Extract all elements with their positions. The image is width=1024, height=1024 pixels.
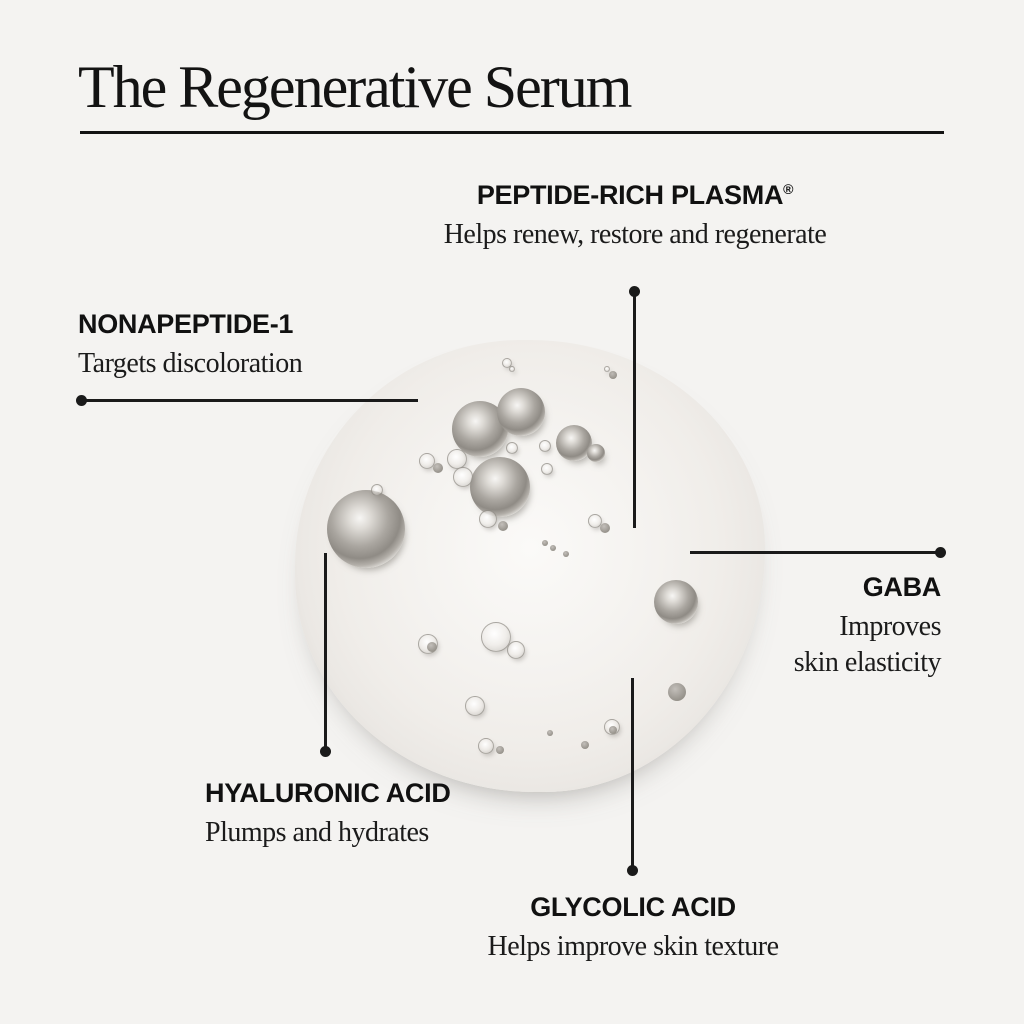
- bubble: [502, 358, 512, 368]
- leader-dot-glycolic-acid: [627, 865, 638, 876]
- bubble: [481, 622, 511, 652]
- callout-hyaluronic-acid: HYALURONIC ACID Plumps and hydrates: [205, 778, 451, 851]
- bubble: [547, 730, 553, 736]
- bubble: [542, 540, 548, 546]
- bubble: [497, 388, 545, 436]
- ingredient-description: Plumps and hydrates: [205, 816, 429, 848]
- bubble: [327, 490, 405, 568]
- bubble: [587, 444, 605, 462]
- registered-trademark-symbol: ®: [783, 181, 794, 197]
- leader-dot-peptide: [629, 286, 640, 297]
- bubble: [600, 523, 610, 533]
- bubble: [609, 726, 617, 734]
- bubble: [498, 521, 508, 531]
- bubble: [453, 467, 473, 487]
- bubble: [419, 453, 435, 469]
- bubble: [563, 551, 569, 557]
- bubble: [479, 510, 497, 528]
- bubble: [654, 580, 698, 624]
- bubble: [478, 738, 494, 754]
- bubble: [465, 696, 485, 716]
- leader-line-peptide: [633, 292, 636, 528]
- callout-glycolic-acid: GLYCOLIC ACID Helps improve skin texture: [348, 892, 918, 965]
- bubble: [581, 741, 589, 749]
- leader-line-glycolic-acid: [631, 678, 634, 870]
- bubble: [604, 366, 610, 372]
- bubble: [550, 545, 556, 551]
- ingredient-label: GABA: [862, 572, 942, 602]
- leader-dot-gaba: [935, 547, 946, 558]
- ingredient-description: Helps improve skin texture: [487, 930, 779, 962]
- ingredient-label: PEPTIDE-RICH PLASMA®: [350, 180, 920, 211]
- bubble: [433, 463, 443, 473]
- ingredient-description: Helps renew, restore and regenerate: [443, 218, 827, 250]
- bubble: [371, 484, 383, 496]
- bubble: [609, 371, 617, 379]
- page-title: The Regenerative Serum: [78, 54, 632, 120]
- bubble: [541, 463, 553, 475]
- ingredient-label: NONAPEPTIDE-1: [78, 309, 294, 339]
- ingredient-name: PEPTIDE-RICH PLASMA: [476, 180, 784, 210]
- bubble: [506, 442, 518, 454]
- bubble: [496, 746, 504, 754]
- bubble: [588, 514, 602, 528]
- bubble: [668, 683, 686, 701]
- ingredient-description: Improves skin elasticity: [793, 610, 942, 678]
- leader-dot-nonapeptide: [76, 395, 87, 406]
- bubble: [556, 425, 592, 461]
- ingredient-label: HYALURONIC ACID: [205, 778, 451, 808]
- bubble: [539, 440, 551, 452]
- title-underline: [80, 131, 944, 134]
- callout-gaba: GABA Improves skin elasticity: [793, 572, 942, 681]
- callout-nonapeptide-1: NONAPEPTIDE-1 Targets discoloration: [78, 309, 303, 382]
- bubble: [470, 457, 530, 517]
- leader-line-gaba: [690, 551, 941, 554]
- leader-dot-hyaluronic-acid: [320, 746, 331, 757]
- ingredient-description: Targets discoloration: [78, 347, 303, 379]
- bubble: [447, 449, 467, 469]
- callout-peptide-rich-plasma: PEPTIDE-RICH PLASMA® Helps renew, restor…: [350, 180, 920, 253]
- bubble: [427, 642, 437, 652]
- ingredient-label: GLYCOLIC ACID: [530, 892, 736, 922]
- leader-line-nonapeptide: [82, 399, 418, 402]
- leader-line-hyaluronic-acid: [324, 553, 327, 752]
- bubble: [507, 641, 525, 659]
- bubble: [509, 366, 515, 372]
